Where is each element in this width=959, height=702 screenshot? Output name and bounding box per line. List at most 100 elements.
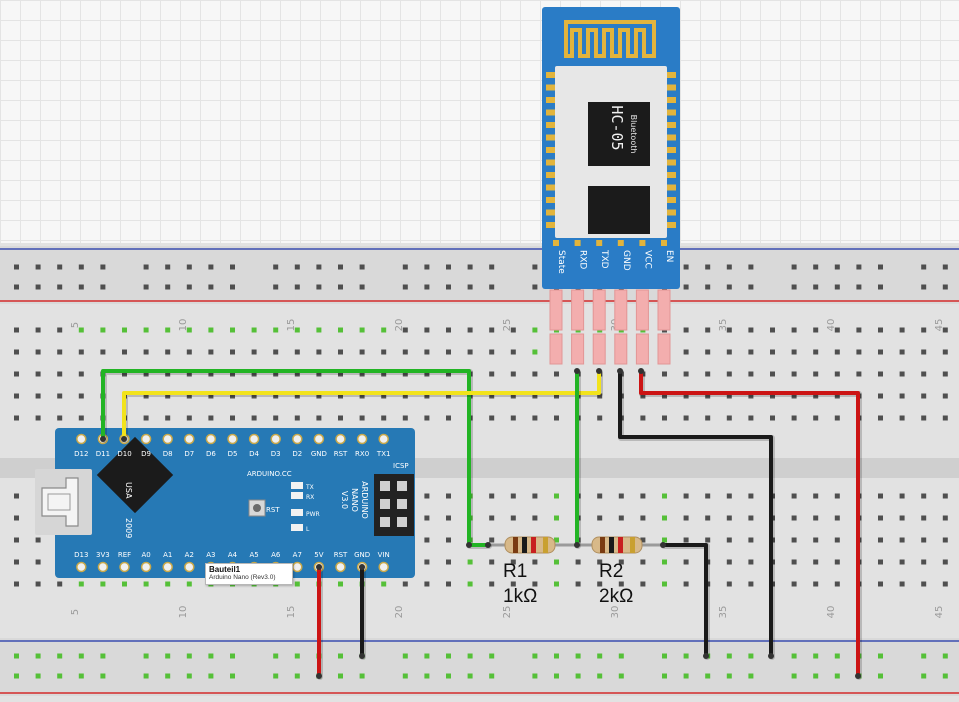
breadboard-hole[interactable] <box>57 327 63 333</box>
breadboard-hole[interactable] <box>446 537 451 543</box>
breadboard-hole[interactable] <box>770 349 775 355</box>
breadboard-hole[interactable] <box>294 393 300 399</box>
breadboard-hole[interactable] <box>921 581 927 587</box>
icsp-header[interactable] <box>374 474 414 536</box>
wire-end[interactable] <box>316 673 322 679</box>
rail-hole[interactable] <box>186 264 192 270</box>
rail-hole[interactable] <box>489 264 495 270</box>
rail-hole[interactable] <box>100 284 106 290</box>
rail-hole[interactable] <box>273 653 279 659</box>
breadboard-hole[interactable] <box>554 493 559 499</box>
breadboard-hole[interactable] <box>748 393 754 399</box>
breadboard-hole[interactable] <box>14 371 19 377</box>
breadboard-hole[interactable] <box>446 415 451 421</box>
wire-end[interactable] <box>703 653 709 659</box>
breadboard-hole[interactable] <box>705 415 711 421</box>
breadboard-hole[interactable] <box>813 371 819 377</box>
breadboard-hole[interactable] <box>57 393 63 399</box>
rail-hole[interactable] <box>78 673 84 679</box>
pin-ref[interactable] <box>119 561 130 573</box>
breadboard-hole[interactable] <box>316 349 322 355</box>
breadboard-hole[interactable] <box>381 327 387 333</box>
breadboard-hole[interactable] <box>35 371 41 377</box>
breadboard-hole[interactable] <box>510 515 516 521</box>
rail-hole[interactable] <box>208 264 214 270</box>
rail-hole[interactable] <box>856 284 862 290</box>
rail-hole[interactable] <box>57 264 63 270</box>
rail-hole[interactable] <box>662 653 667 659</box>
breadboard-hole[interactable] <box>186 415 192 421</box>
rail-hole[interactable] <box>467 264 473 270</box>
breadboard-hole[interactable] <box>878 581 883 587</box>
hc05-pin-rxd[interactable] <box>571 289 585 331</box>
rail-hole[interactable] <box>359 284 365 290</box>
rail-hole[interactable] <box>726 653 732 659</box>
rail-hole[interactable] <box>856 264 862 270</box>
breadboard-hole[interactable] <box>813 393 819 399</box>
breadboard-hole[interactable] <box>618 559 624 565</box>
breadboard-hole[interactable] <box>791 327 797 333</box>
breadboard-hole[interactable] <box>770 415 775 421</box>
breadboard-hole[interactable] <box>705 393 711 399</box>
breadboard-hole[interactable] <box>510 493 516 499</box>
rail-hole[interactable] <box>683 264 689 270</box>
rail-hole[interactable] <box>683 673 689 679</box>
breadboard-hole[interactable] <box>899 581 905 587</box>
breadboard-hole[interactable] <box>942 537 948 543</box>
rail-hole[interactable] <box>748 673 754 679</box>
breadboard-hole[interactable] <box>618 515 624 521</box>
rail-hole[interactable] <box>575 673 581 679</box>
breadboard-hole[interactable] <box>489 581 495 587</box>
resistors[interactable] <box>488 536 663 554</box>
breadboard-hole[interactable] <box>942 515 948 521</box>
breadboard-hole[interactable] <box>186 581 192 587</box>
wire-black-r2-to-rail[interactable] <box>661 543 708 658</box>
breadboard-hole[interactable] <box>726 537 732 543</box>
wire-end[interactable] <box>617 368 623 374</box>
breadboard-hole[interactable] <box>791 559 797 565</box>
breadboard-hole[interactable] <box>770 393 775 399</box>
breadboard-hole[interactable] <box>791 537 797 543</box>
breadboard-hole[interactable] <box>834 581 840 587</box>
breadboard-hole[interactable] <box>510 371 516 377</box>
breadboard-hole[interactable] <box>899 493 905 499</box>
rail-hole[interactable] <box>554 673 559 679</box>
breadboard-hole[interactable] <box>748 327 754 333</box>
breadboard-hole[interactable] <box>424 515 430 521</box>
rail-hole[interactable] <box>942 653 948 659</box>
breadboard-hole[interactable] <box>294 327 300 333</box>
breadboard-hole[interactable] <box>705 327 711 333</box>
breadboard-hole[interactable] <box>813 537 819 543</box>
breadboard-hole[interactable] <box>899 415 905 421</box>
breadboard-hole[interactable] <box>705 371 711 377</box>
rail-hole[interactable] <box>834 264 840 270</box>
rail-hole[interactable] <box>424 284 430 290</box>
breadboard-hole[interactable] <box>165 349 171 355</box>
rail-hole[interactable] <box>359 673 365 679</box>
breadboard-hole[interactable] <box>57 371 63 377</box>
breadboard-hole[interactable] <box>273 327 279 333</box>
breadboard-hole[interactable] <box>294 581 300 587</box>
rail-hole[interactable] <box>532 673 538 679</box>
breadboard-hole[interactable] <box>726 515 732 521</box>
pin-a2[interactable] <box>184 561 195 573</box>
breadboard-hole[interactable] <box>165 393 171 399</box>
breadboard-hole[interactable] <box>878 371 883 377</box>
breadboard-hole[interactable] <box>446 559 451 565</box>
rail-hole[interactable] <box>143 284 149 290</box>
breadboard-hole[interactable] <box>446 371 451 377</box>
breadboard-hole[interactable] <box>251 371 257 377</box>
breadboard-hole[interactable] <box>554 515 559 521</box>
breadboard-hole[interactable] <box>35 537 41 543</box>
breadboard-hole[interactable] <box>208 393 214 399</box>
breadboard-hole[interactable] <box>705 493 711 499</box>
icsp-pin[interactable] <box>397 499 407 509</box>
rail-hole[interactable] <box>165 673 171 679</box>
breadboard-hole[interactable] <box>532 581 538 587</box>
breadboard-hole[interactable] <box>791 515 797 521</box>
breadboard-hole[interactable] <box>748 581 754 587</box>
breadboard-hole[interactable] <box>14 537 19 543</box>
rail-hole[interactable] <box>57 653 63 659</box>
